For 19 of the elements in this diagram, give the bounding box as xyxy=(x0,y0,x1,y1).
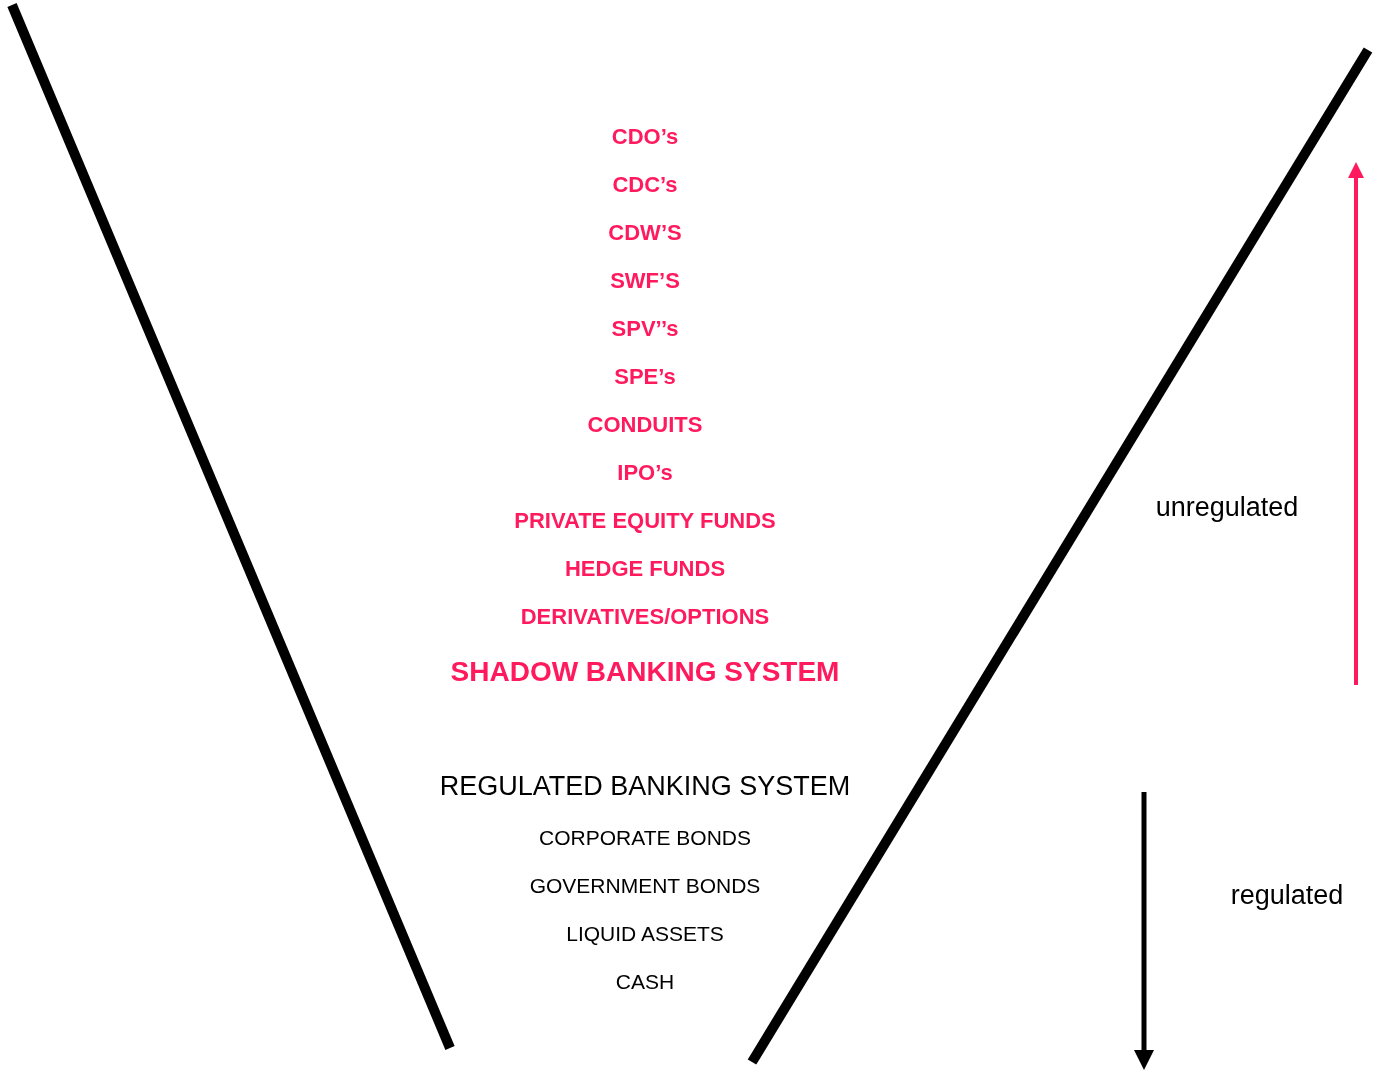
instrument-label: CDC’s xyxy=(612,172,678,198)
instrument-label: CONDUITS xyxy=(587,412,703,438)
instrument-label: CDW’S xyxy=(608,220,682,246)
asset-label: CORPORATE BONDS xyxy=(539,825,751,851)
region-label: unregulated xyxy=(1155,492,1299,524)
instrument-label: IPO’s xyxy=(617,460,673,486)
asset-label: GOVERNMENT BONDS xyxy=(529,873,761,899)
region-label: regulated xyxy=(1230,880,1344,912)
instrument-label: SPV’’s xyxy=(611,316,679,342)
instrument-label: HEDGE FUNDS xyxy=(564,556,726,582)
instrument-label: CDO’s xyxy=(611,124,679,150)
instrument-label: PRIVATE EQUITY FUNDS xyxy=(514,508,776,534)
asset-label: LIQUID ASSETS xyxy=(566,921,724,947)
heading: SHADOW BANKING SYSTEM xyxy=(450,655,840,689)
instrument-label: DERIVATIVES/OPTIONS xyxy=(520,604,770,630)
heading: REGULATED BANKING SYSTEM xyxy=(439,771,851,803)
instrument-label: SPE’s xyxy=(614,364,676,390)
asset-label: CASH xyxy=(615,969,675,995)
instrument-label: SWF’S xyxy=(610,268,680,294)
